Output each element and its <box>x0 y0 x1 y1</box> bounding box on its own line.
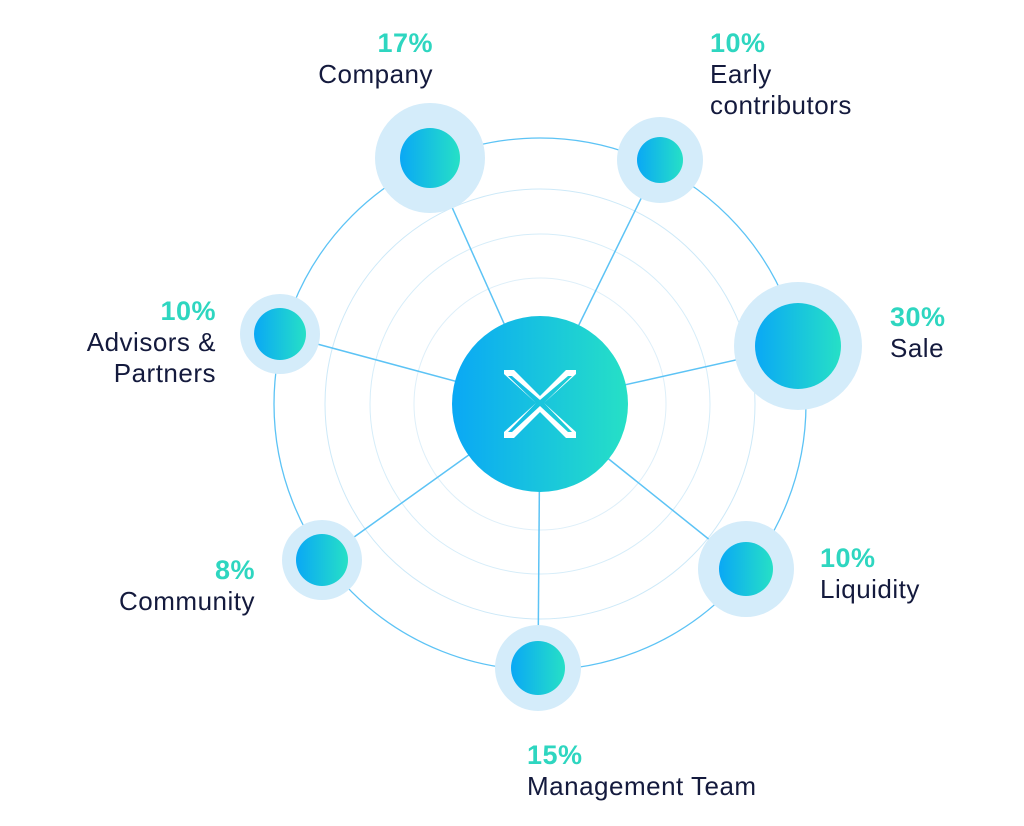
node-company <box>400 128 460 188</box>
percent: 30% <box>890 302 946 332</box>
label-company: 17% Company <box>288 28 433 90</box>
ring <box>413 277 667 531</box>
node-advisors-partners <box>254 308 306 360</box>
category-name: Sale <box>890 333 945 363</box>
category-name: Community <box>119 586 255 616</box>
percent: 17% <box>377 28 433 58</box>
category-name: Company <box>318 59 433 89</box>
percent: 10% <box>160 296 216 326</box>
percent: 15% <box>527 740 583 770</box>
label-community: 8% Community <box>60 555 255 617</box>
label-sale: 30% Sale <box>890 302 946 364</box>
node-liquidity <box>719 542 773 596</box>
node-community <box>296 534 348 586</box>
percent: 10% <box>710 28 766 58</box>
label-management-team: 15% Management Team <box>527 740 757 802</box>
percent: 10% <box>820 543 876 573</box>
node-management-team <box>511 641 565 695</box>
category-name: Liquidity <box>820 574 920 604</box>
label-advisors-partners: 10% Advisors & Partners <box>40 296 216 389</box>
category-name: contributors <box>710 90 852 120</box>
category-name: Early <box>710 59 772 89</box>
percent: 8% <box>214 555 255 585</box>
category-name: Advisors & <box>86 327 216 357</box>
center-circle <box>452 316 628 492</box>
node-sale <box>755 303 841 389</box>
node-early-contributors <box>637 137 683 183</box>
category-name: Management Team <box>527 771 757 801</box>
label-early-contributors: 10% Early contributors <box>710 28 852 121</box>
label-liquidity: 10% Liquidity <box>820 543 920 605</box>
ring <box>324 188 756 620</box>
ring <box>369 233 711 575</box>
category-name: Partners <box>113 358 216 388</box>
